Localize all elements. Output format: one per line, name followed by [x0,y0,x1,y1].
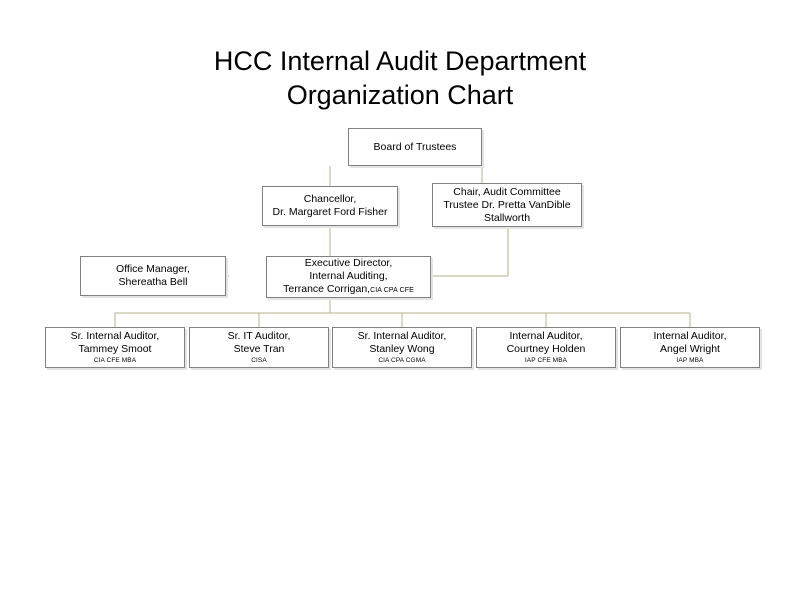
node-auditor3-line-1: Sr. Internal Auditor, [357,330,447,342]
node-executive-director[interactable]: Executive Director, Internal Auditing, T… [266,256,431,298]
node-audit-committee-line-1: Chair, Audit Committee [453,185,561,198]
page-title: HCC Internal Audit Department Organizati… [0,44,800,112]
node-exec-director-name-row: Terrance Corrigan,CIA CPA CFE [283,283,414,297]
node-exec-director-name: Terrance Corrigan, [283,283,371,295]
node-chancellor[interactable]: Chancellor, Dr. Margaret Ford Fisher [262,186,398,226]
node-auditor2-credentials: CISA [251,357,267,364]
node-office-manager-line-1: Office Manager, [116,263,190,275]
node-auditor5-credentials: IAP MBA [676,357,704,364]
node-auditor2-line-2: Steve Tran [233,343,285,355]
node-chancellor-line-1: Chancellor, [303,193,357,205]
node-board-line-1: Board of Trustees [373,140,457,153]
node-auditor1-line-2: Tammey Smoot [78,343,152,355]
node-auditor5-line-2: Angel Wright [660,343,720,355]
node-exec-director-line-2: Internal Auditing, [309,270,388,282]
node-auditor5-line-1: Internal Auditor, [653,330,727,342]
node-office-manager-line-2: Shereatha Bell [118,276,188,288]
page-title-line-1: HCC Internal Audit Department [213,46,587,76]
node-auditor-angel-wright[interactable]: Internal Auditor, Angel Wright IAP MBA [620,327,760,368]
node-audit-committee-chair[interactable]: Chair, Audit Committee Trustee Dr. Prett… [432,183,582,227]
node-board-of-trustees[interactable]: Board of Trustees [348,128,482,166]
node-exec-director-credentials: CIA CPA CFE [370,287,414,294]
node-audit-committee-line-2: Trustee Dr. Pretta VanDible [443,198,571,211]
node-exec-director-line-1: Executive Director, [304,257,393,269]
node-auditor-stanley-wong[interactable]: Sr. Internal Auditor, Stanley Wong CIA C… [332,327,472,368]
node-auditor3-line-2: Stanley Wong [369,343,435,355]
node-auditor1-line-1: Sr. Internal Auditor, [70,330,160,342]
node-auditor1-credentials: CIA CFE MBA [93,357,137,364]
page-title-line-2: Organization Chart [286,80,514,110]
edge-audit-committee-to-exec [431,227,509,277]
node-auditor4-credentials: IAP CFE MBA [524,357,568,364]
node-auditor4-line-1: Internal Auditor, [509,330,583,342]
node-office-manager[interactable]: Office Manager, Shereatha Bell [80,256,226,296]
node-auditor-tammey-smoot[interactable]: Sr. Internal Auditor, Tammey Smoot CIA C… [45,327,185,368]
node-auditor-steve-tran[interactable]: Sr. IT Auditor, Steve Tran CISA [189,327,329,368]
node-auditor-courtney-holden[interactable]: Internal Auditor, Courtney Holden IAP CF… [476,327,616,368]
node-audit-committee-line-3: Stallworth [483,211,531,224]
node-chancellor-line-2: Dr. Margaret Ford Fisher [272,206,388,218]
node-auditor4-line-2: Courtney Holden [506,343,586,355]
node-auditor2-line-1: Sr. IT Auditor, [227,330,291,342]
node-auditor3-credentials: CIA CPA CGMA [378,357,426,364]
